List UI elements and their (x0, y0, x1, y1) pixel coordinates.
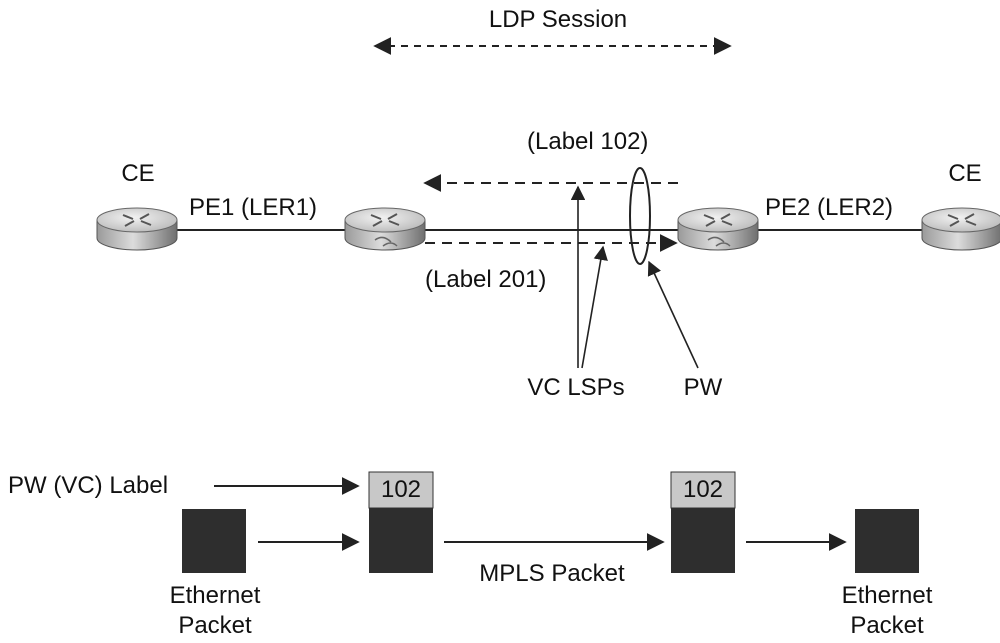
ethernet-packet-right-label-line1: Ethernet (841, 582, 933, 609)
ce-right-router-icon (921, 207, 1000, 251)
label-box-1-value: 102 (380, 476, 422, 503)
label-box-2-value: 102 (682, 476, 724, 503)
pw-label: PW (683, 374, 723, 401)
ldp-session-label: LDP Session (488, 6, 628, 33)
pe2-router-icon (677, 207, 759, 251)
ce-right-label: CE (948, 160, 982, 187)
pw-vc-label-text: PW (VC) Label (8, 472, 169, 499)
ethernet-packet-right-label-line2: Packet (850, 612, 924, 639)
ce-left-router-icon (96, 207, 178, 251)
mpls-packet-label: MPLS Packet (479, 560, 625, 587)
mpls-packet-left-box (369, 508, 433, 573)
ethernet-packet-left-box (182, 509, 246, 573)
label-box-2 (670, 471, 736, 509)
ethernet-packet-left-label-line2: Packet (178, 612, 252, 639)
vc-lsps-label: VC LSPs (527, 374, 625, 401)
ethernet-packet-right-box (855, 509, 919, 573)
pw-pointer (647, 260, 699, 369)
label-201-text: (Label 201) (425, 266, 547, 293)
pe1-label: PE1 (LER1) (189, 194, 318, 221)
mpls-packet-right-box (671, 508, 735, 573)
ce-left-label: CE (121, 160, 155, 187)
ethernet-packet-left-label-line1: Ethernet (169, 582, 261, 609)
pe1-router-icon (344, 207, 426, 251)
vc-lsps-pointer-lower (581, 245, 608, 369)
pe2-label: PE2 (LER2) (765, 194, 894, 221)
pw-ellipse (629, 167, 651, 265)
label-102-text: (Label 102) (527, 128, 649, 155)
